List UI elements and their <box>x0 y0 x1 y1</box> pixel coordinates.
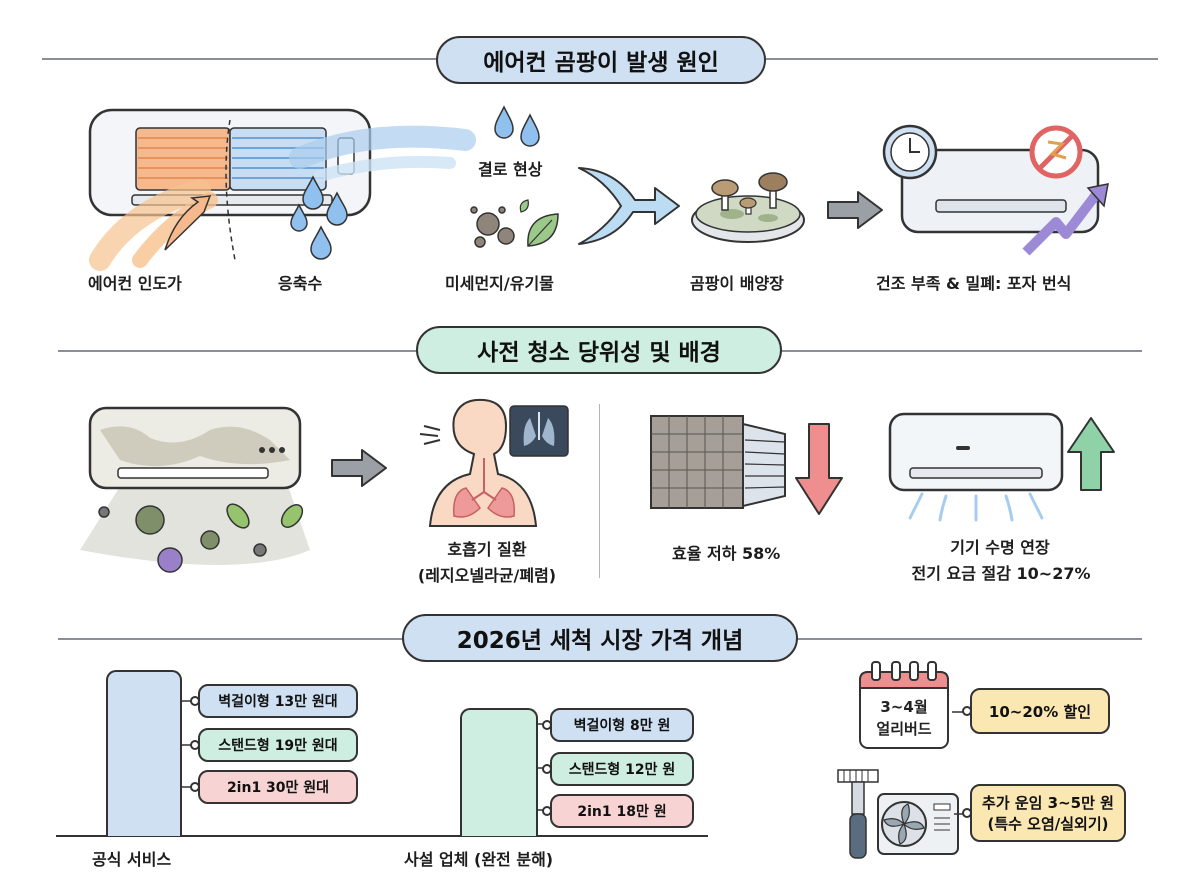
extra-charge-line1: 추가 운임 3~5만 원 <box>982 794 1114 812</box>
discount-tag: 10~20% 할인 <box>962 688 1110 734</box>
disease-label-line2: (레지오넬라균/폐렴) <box>417 566 557 585</box>
airflow-icon <box>289 125 476 182</box>
private-tag-stand: 스탠드형 12만 원 <box>542 752 694 786</box>
dust-leaf-icon <box>470 199 559 248</box>
tag-hole <box>542 764 552 774</box>
extra-charge-tag: 추가 운임 3~5만 원 (특수 오염/실외기) <box>962 784 1126 842</box>
private-tag-wall: 벽걸이형 8만 원 <box>542 708 694 742</box>
disease-label-line1: 호흡기 질환 <box>447 540 527 559</box>
condensation-drops-icon <box>494 105 540 147</box>
sealed-ac-illustration <box>882 124 1109 256</box>
section3-title: 2026년 세척 시장 가격 개념 <box>402 614 798 662</box>
official-service-bar <box>106 670 182 836</box>
official-service-label: 공식 서비스 <box>92 850 172 869</box>
section2-title: 사전 청소 당위성 및 배경 <box>416 326 782 374</box>
private-tag-2in1-label: 2in1 18만 원 <box>577 804 667 820</box>
private-tag-wall-label: 벽걸이형 8만 원 <box>573 718 671 734</box>
tag-hole <box>190 740 200 750</box>
section1-divider-right <box>764 58 1158 60</box>
lifespan-up-arrow <box>1067 417 1115 491</box>
mold-culture-label: 곰팡이 배양장 <box>690 274 784 293</box>
private-tag-2in1: 2in1 18만 원 <box>542 794 694 828</box>
lungs-person-icon <box>419 398 569 527</box>
efficiency-label: 효율 저하 58% <box>672 544 781 563</box>
tag-hole <box>962 706 972 716</box>
outdoor-unit-brush-icon <box>837 769 959 859</box>
condensate-label: 응축수 <box>278 274 323 293</box>
petri-dish-icon <box>691 172 805 243</box>
section2-vertical-divider <box>599 404 600 578</box>
gray-arrow-2 <box>331 449 387 487</box>
private-tag-stand-label: 스탠드형 12만 원 <box>568 762 676 778</box>
merge-arrow-icon <box>578 167 680 245</box>
clean-ac-illustration <box>888 412 1064 522</box>
calendar-icon <box>859 661 949 749</box>
tag-hole <box>542 720 552 730</box>
tag-hole <box>962 808 972 818</box>
section3-divider-left <box>58 638 404 640</box>
price-baseline <box>56 835 708 837</box>
gray-arrow-1 <box>827 191 883 229</box>
tag-hole <box>542 806 552 816</box>
tag-hole <box>190 782 200 792</box>
official-tag-2in1-label: 2in1 30만 원대 <box>226 780 330 796</box>
water-drops-icon <box>290 175 348 260</box>
dirty-ac-illustration <box>80 406 310 573</box>
discount-tag-label: 10~20% 할인 <box>988 702 1092 721</box>
lifespan-label-line2: 전기 요금 절감 10~27% <box>911 564 1091 583</box>
lifespan-label-line1: 기기 수명 연장 <box>950 538 1050 557</box>
section2-divider-right <box>780 350 1142 352</box>
official-tag-wall: 벽걸이형 13만 원대 <box>190 684 358 718</box>
private-company-bar <box>460 708 538 836</box>
tag-hole <box>190 696 200 706</box>
ac-unit-illustration <box>88 108 372 271</box>
official-tag-stand: 스탠드형 19만 원대 <box>190 728 358 762</box>
section3-divider-right <box>796 638 1142 640</box>
condensation-label: 결로 현상 <box>478 160 543 179</box>
dust-label: 미세먼지/유기물 <box>445 274 554 293</box>
official-tag-2in1: 2in1 30만 원대 <box>190 770 358 804</box>
dirty-filter-icon <box>650 415 786 509</box>
official-tag-wall-label: 벽걸이형 13만 원대 <box>218 694 338 710</box>
section1-divider-left <box>42 58 438 60</box>
ac-intake-label: 에어컨 인도가 <box>88 274 182 293</box>
spore-label: 건조 부족 & 밀폐: 포자 번식 <box>876 274 1072 293</box>
calendar-text-line2: 얼리버드 <box>876 720 932 738</box>
section1-title: 에어컨 곰팡이 발생 원인 <box>436 36 766 84</box>
calendar-text-line1: 3~4월 <box>880 698 928 716</box>
efficiency-down-arrow <box>795 423 843 515</box>
official-tag-stand-label: 스탠드형 19만 원대 <box>218 738 338 754</box>
section2-divider-left <box>58 350 418 352</box>
private-company-label: 사설 업체 (완전 분해) <box>404 850 554 869</box>
extra-charge-line2: (특수 오염/실외기) <box>987 815 1109 833</box>
